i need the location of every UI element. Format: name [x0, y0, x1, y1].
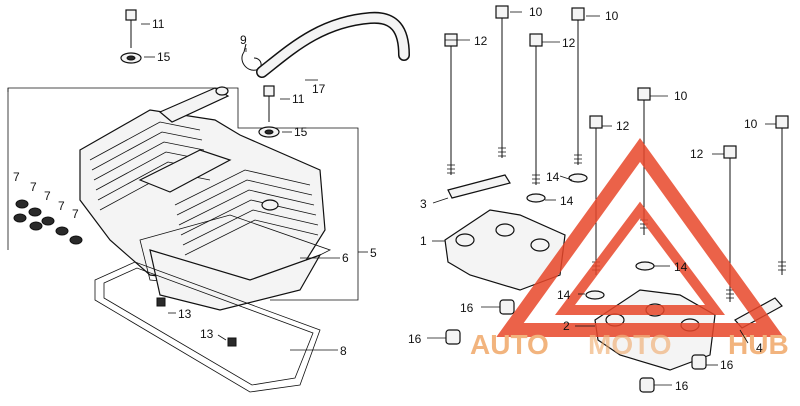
label-11-mid: 11	[292, 92, 305, 106]
label-5: 5	[370, 246, 377, 260]
label-17: 17	[312, 82, 326, 96]
label-12-d: 12	[690, 147, 704, 161]
label-16-c: 16	[720, 358, 734, 372]
watermark-triangle-icon	[496, 138, 784, 337]
label-12-a: 12	[474, 34, 488, 48]
label-1: 1	[420, 234, 427, 248]
label-14-a: 14	[546, 170, 560, 184]
leader-lines	[141, 11, 776, 386]
head-cover	[79, 109, 326, 286]
cap-nuts-group	[13, 199, 83, 245]
label-13-a: 13	[178, 307, 192, 321]
bolt-11-mid	[258, 85, 280, 138]
label-7-c: 7	[44, 189, 51, 203]
label-14-b: 14	[560, 194, 574, 208]
rocker-holder-1	[444, 209, 566, 291]
watermark-auto: AUTO	[470, 329, 549, 360]
watermark-moto: MOTO	[588, 329, 671, 360]
label-9: 9	[240, 33, 247, 47]
label-12-c: 12	[616, 119, 630, 133]
label-10-d: 10	[744, 117, 758, 131]
label-7-a: 7	[13, 170, 20, 184]
breather-tube	[256, 11, 410, 78]
label-2: 2	[563, 319, 570, 333]
label-13-b: 13	[200, 327, 214, 341]
label-7-e: 7	[72, 207, 79, 221]
watermark: AUTO MOTO HUB	[470, 138, 789, 360]
label-16-b: 16	[408, 332, 422, 346]
label-11-top: 11	[152, 17, 165, 31]
bolt-11-top	[120, 9, 142, 64]
label-10-b: 10	[605, 9, 619, 23]
label-16-d: 16	[675, 379, 689, 393]
label-7-d: 7	[58, 199, 65, 213]
label-14-c: 14	[674, 260, 688, 274]
label-16-a: 16	[460, 301, 474, 315]
cylinder-head-cover-group	[7, 86, 359, 393]
label-12-b: 12	[562, 36, 576, 50]
label-7-b: 7	[30, 180, 37, 194]
hose-clip	[241, 43, 262, 71]
label-14-d: 14	[557, 288, 571, 302]
label-3: 3	[420, 197, 427, 211]
label-6: 6	[342, 251, 349, 265]
label-10-c: 10	[674, 89, 688, 103]
callouts: 11 15 9 11 15 17 6 5 8 13 13 7 7 7 7 7 3…	[13, 5, 763, 393]
label-15-top: 15	[157, 50, 171, 64]
label-4: 4	[756, 341, 763, 355]
label-15-mid: 15	[294, 125, 308, 139]
label-10-a: 10	[529, 5, 543, 19]
bolts-13	[156, 297, 237, 347]
watermark-hub: HUB	[728, 329, 789, 360]
label-8: 8	[340, 344, 347, 358]
